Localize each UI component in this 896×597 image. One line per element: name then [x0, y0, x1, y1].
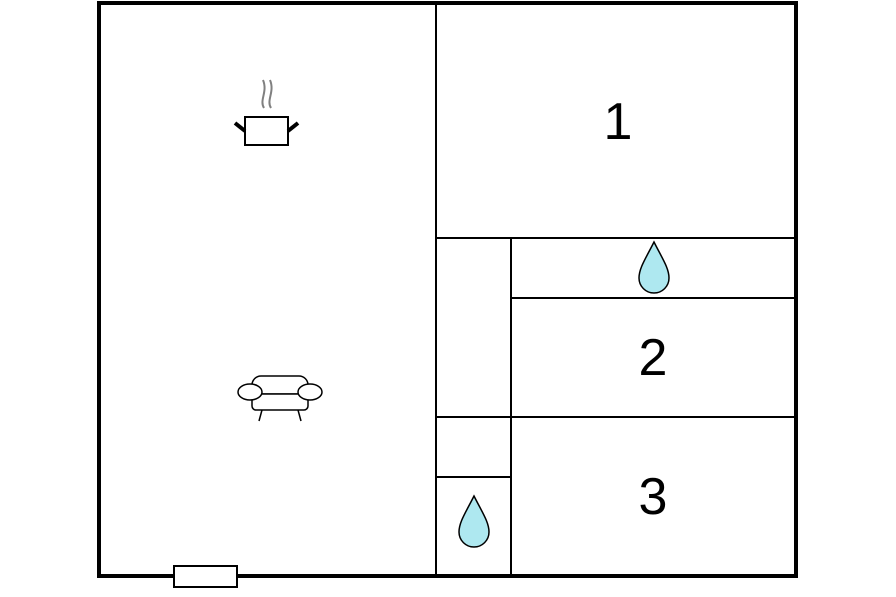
room-number-1: 1 — [604, 93, 633, 151]
outer-wall — [97, 1, 798, 578]
room-number-3: 3 — [639, 468, 668, 526]
water-drop-icon — [458, 494, 490, 548]
door-icon — [173, 565, 238, 588]
sofa-icon — [237, 375, 323, 422]
water-drop-icon — [638, 240, 670, 294]
cooking-pot-icon — [233, 79, 300, 146]
room-number-2: 2 — [639, 329, 668, 387]
